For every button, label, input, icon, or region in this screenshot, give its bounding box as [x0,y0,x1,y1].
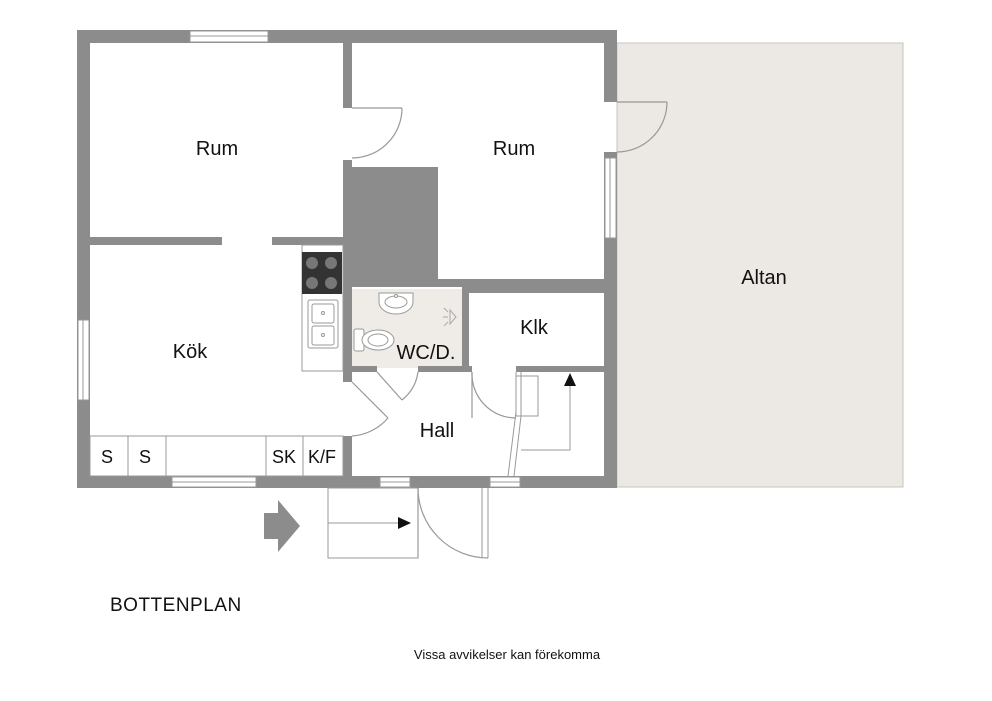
chimney-block-lower [343,279,608,287]
room-label-kitchen: Kök [173,341,208,363]
chimney-block [343,167,438,287]
room-label-bedroom-1: Rum [196,138,238,160]
storage-label-kf: K/F [308,447,336,467]
kitchen-counter [89,244,344,477]
entrance-steps [327,487,489,559]
plan-title: BOTTENPLAN [110,595,242,616]
terrace-area [616,42,904,488]
staircase [507,372,571,477]
toilet-icon [353,328,395,352]
storage-label-s1: S [101,447,113,467]
room-label-bedroom-2: Rum [493,138,535,160]
entrance-step-arrow [398,517,411,529]
storage-label-s2: S [139,447,151,467]
kitchen-sink-icon [307,299,339,349]
disclaimer-note: Vissa avvikelser kan förekomma [414,647,601,662]
interior-walls [90,43,604,476]
entrance-arrow-icon [264,500,300,552]
stove-icon [302,252,342,294]
washbasin-icon [378,292,414,315]
stair-arrow-up [564,373,576,386]
room-label-hall: Hall [420,420,454,442]
room-label-terrace: Altan [741,267,787,289]
room-label-wc: WC/D. [397,342,456,364]
storage-label-sk: SK [272,447,296,467]
shower-icon [443,307,457,327]
room-label-closet: Klk [520,317,549,339]
